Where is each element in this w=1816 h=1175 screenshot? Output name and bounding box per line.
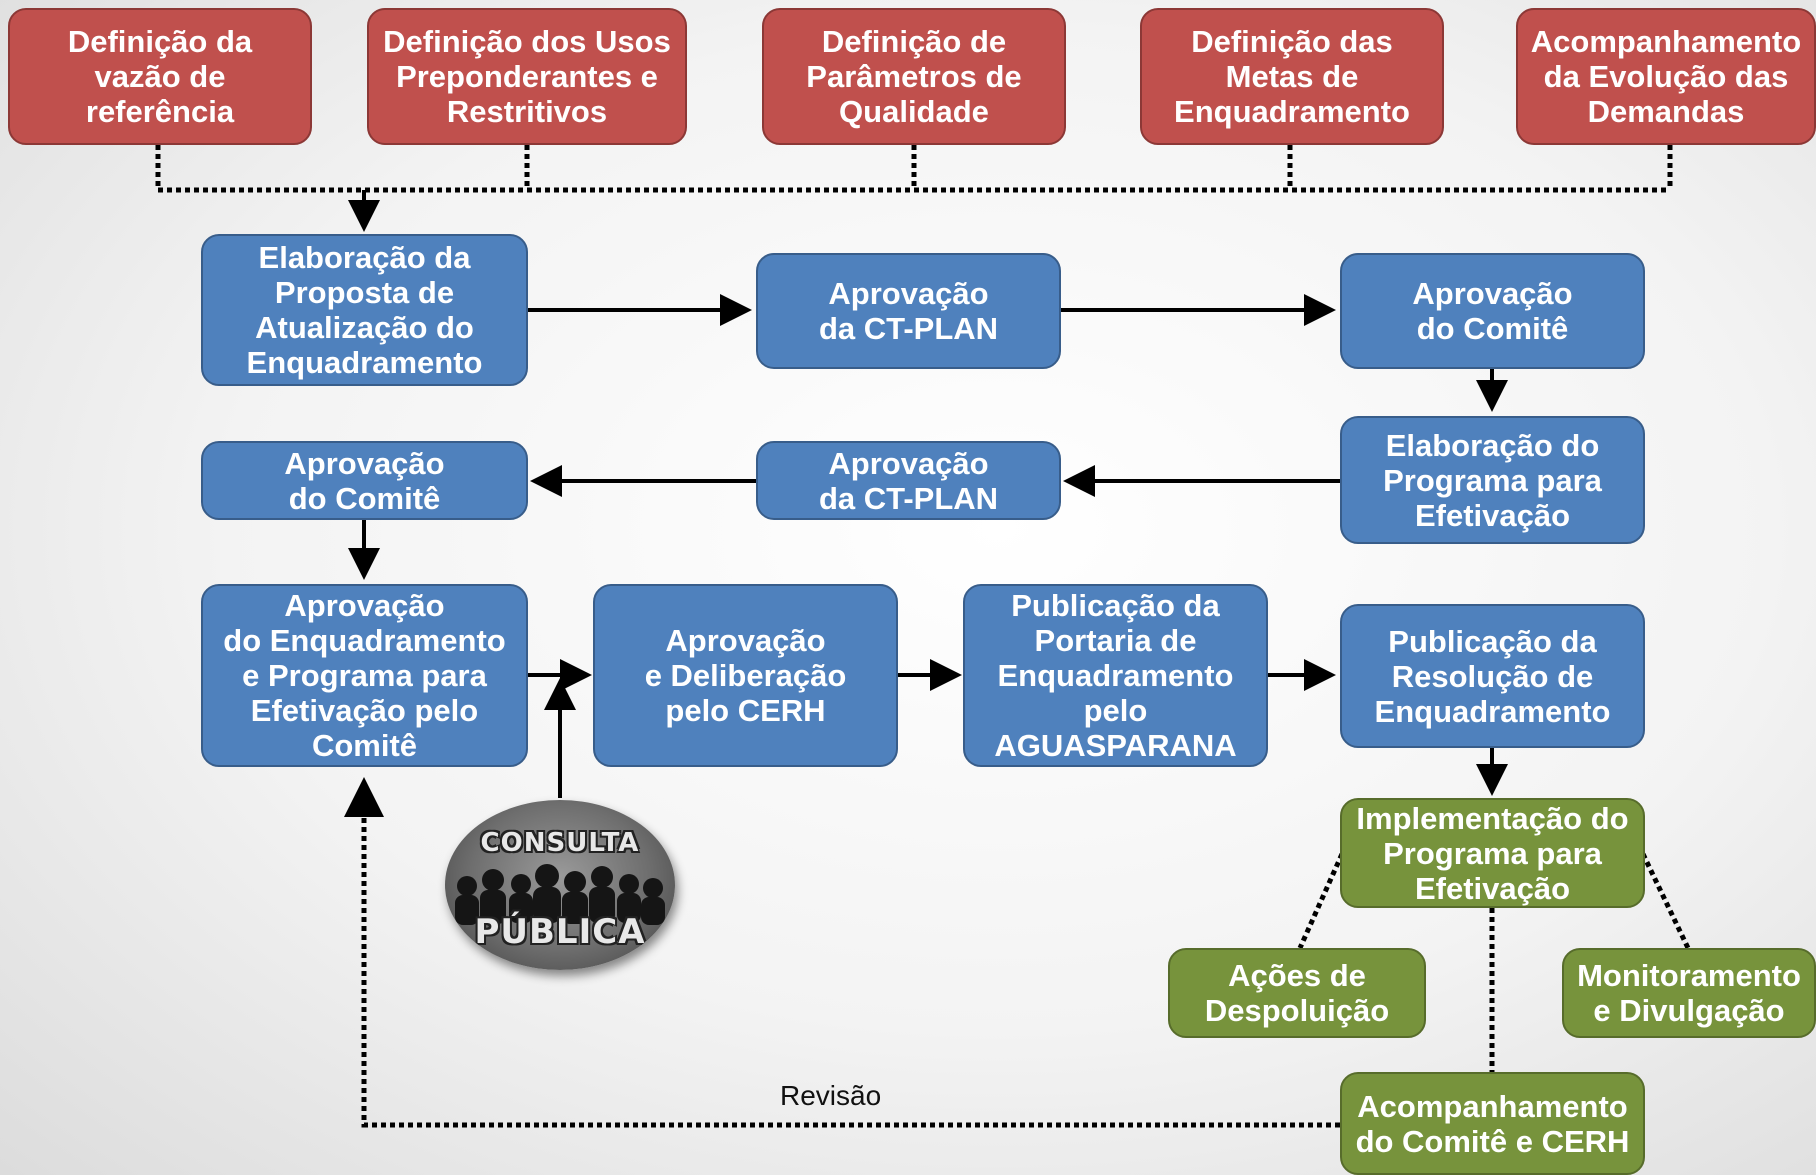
box-implementacao-programa: Implementação do Programa para Efetivaçã…: [1340, 798, 1645, 908]
box-publicacao-portaria: Publicação da Portaria de Enquadramento …: [963, 584, 1268, 767]
box-elaboracao-programa: Elaboração do Programa para Efetivação: [1340, 416, 1645, 544]
consulta-publica-badge: CONSULTA PÚBLICA: [445, 800, 675, 970]
box-acompanhamento-demandas: Acompanhamento da Evolução das Demandas: [1516, 8, 1816, 145]
crowd-silhouette-icon: [455, 864, 665, 925]
dotted-to-monitoramento: [1640, 852, 1691, 950]
box-definicao-usos: Definição dos Usos Preponderantes e Rest…: [367, 8, 687, 145]
top-dotted-bus: [155, 145, 1670, 193]
box-aprovacao-cerh: Aprovação e Deliberação pelo CERH: [593, 584, 898, 767]
box-definicao-metas: Definição das Metas de Enquadramento: [1140, 8, 1444, 145]
box-aprovacao-ctplan-1: Aprovação da CT-PLAN: [756, 253, 1061, 369]
box-aprovacao-comite-2: Aprovação do Comitê: [201, 441, 528, 520]
box-monitoramento-divulgacao: Monitoramento e Divulgação: [1562, 948, 1816, 1038]
box-publicacao-resolucao: Publicação da Resolução de Enquadramento: [1340, 604, 1645, 748]
box-elaboracao-proposta: Elaboração da Proposta de Atualização do…: [201, 234, 528, 386]
box-definicao-parametros: Definição de Parâmetros de Qualidade: [762, 8, 1066, 145]
box-aprovacao-comite-1: Aprovação do Comitê: [1340, 253, 1645, 369]
publica-label: PÚBLICA: [474, 912, 646, 952]
dotted-to-acoes: [1297, 852, 1345, 950]
box-acoes-despoluicao: Ações de Despoluição: [1168, 948, 1426, 1038]
box-definicao-vazao: Definição da vazão de referência: [8, 8, 312, 145]
box-acompanhamento-comite: Acompanhamento do Comitê e CERH: [1340, 1072, 1645, 1175]
box-aprovacao-ctplan-2: Aprovação da CT-PLAN: [756, 441, 1061, 520]
box-aprovacao-enquadramento: Aprovação do Enquadramento e Programa pa…: [201, 584, 528, 767]
revisao-label: Revisão: [780, 1080, 882, 1111]
consulta-label: CONSULTA: [480, 828, 640, 858]
